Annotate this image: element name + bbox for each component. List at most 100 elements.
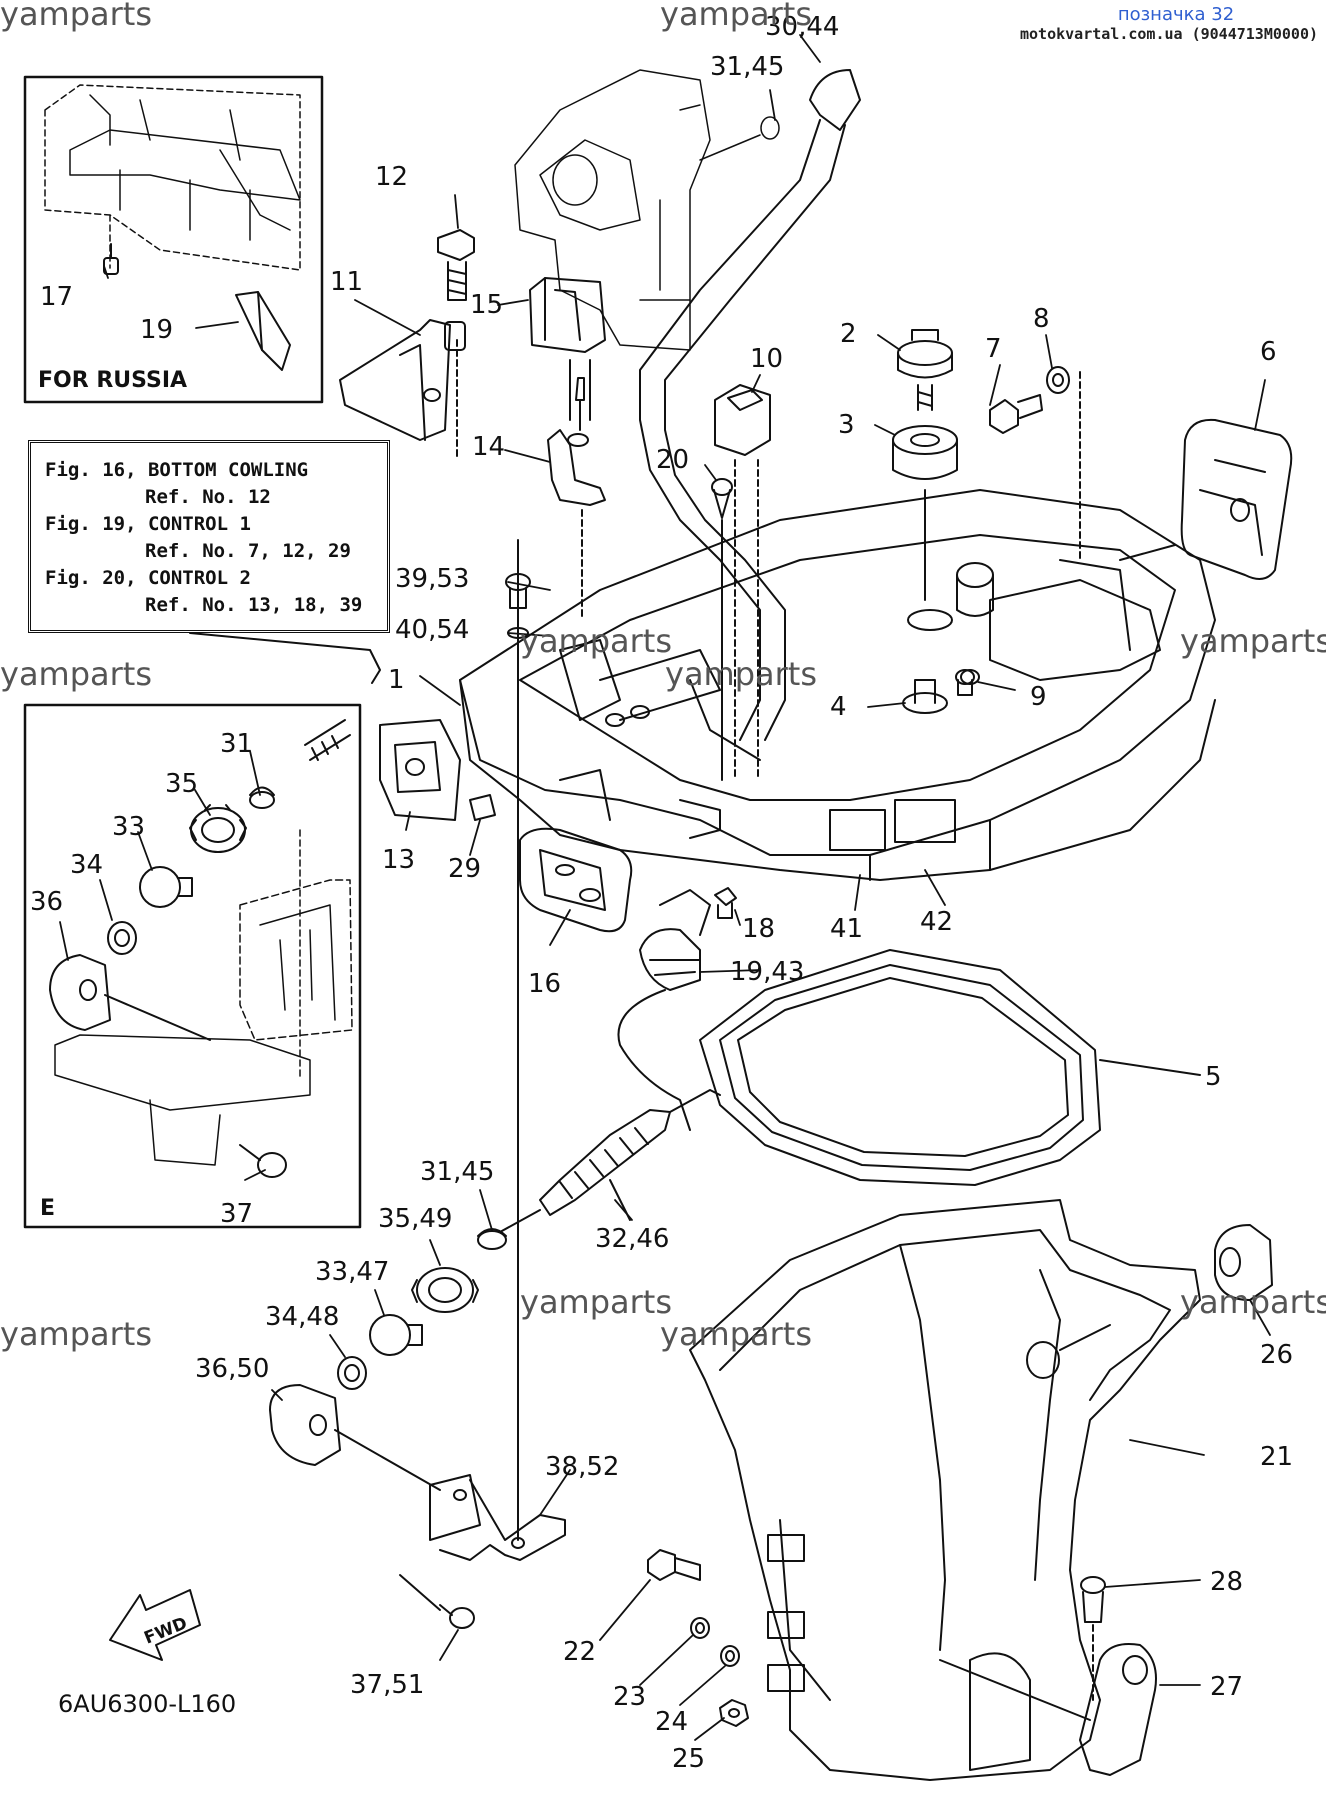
ref-line-3: Fig. 19, CONTROL 1 <box>45 513 251 535</box>
label-36-50: 36,50 <box>195 1354 269 1384</box>
label-40-54: 40,54 <box>395 615 469 645</box>
ref-line-1: Fig. 16, BOTTOM COWLING <box>45 459 309 481</box>
grommet-19-43 <box>639 889 711 991</box>
lever-plate-6 <box>1119 418 1293 580</box>
label-28: 28 <box>1210 1567 1243 1597</box>
bolt-2 <box>897 329 953 411</box>
ref-line-2: Ref. No. 12 <box>145 486 271 508</box>
nut-25 <box>719 1699 749 1727</box>
inset-e-cable-end <box>304 719 351 761</box>
fwd-arrow-icon <box>109 1589 201 1661</box>
label-34: 34 <box>70 850 103 880</box>
clip-28 <box>1080 1576 1106 1701</box>
label-37: 37 <box>220 1199 253 1229</box>
cover-16 <box>519 827 633 933</box>
label-6: 6 <box>1260 337 1277 367</box>
label-27: 27 <box>1210 1672 1243 1702</box>
label-7: 7 <box>985 334 1002 364</box>
reference-box: Fig. 16, BOTTOM COWLING Ref. No. 12 Fig.… <box>28 440 390 633</box>
watermark-center-4: yamparts <box>660 1315 812 1353</box>
label-31-45-bottom: 31,45 <box>420 1157 494 1187</box>
label-11: 11 <box>330 267 363 297</box>
bolt-9 <box>955 669 975 696</box>
watermark-center-3: yamparts <box>520 1283 672 1321</box>
ref-line-6: Ref. No. 13, 18, 39 <box>145 594 363 616</box>
label-34-48: 34,48 <box>265 1302 339 1332</box>
watermark-right-1: yamparts <box>1180 622 1326 660</box>
label-17: 17 <box>40 282 73 312</box>
label-39-53: 39,53 <box>395 564 469 594</box>
label-15: 15 <box>470 290 503 320</box>
ref-line-5: Fig. 20, CONTROL 2 <box>45 567 251 589</box>
label-42: 42 <box>920 907 953 937</box>
label-21: 21 <box>1260 1442 1293 1472</box>
label-4: 4 <box>830 692 847 722</box>
cable-path <box>617 989 691 1131</box>
grommet-15 <box>529 277 606 421</box>
label-37-51: 37,51 <box>350 1670 424 1700</box>
label-41: 41 <box>830 914 863 944</box>
label-35-49: 35,49 <box>378 1204 452 1234</box>
label-20: 20 <box>656 445 689 475</box>
watermark-center-1: yamparts <box>520 622 672 660</box>
fuel-hose-30-44 <box>639 69 861 741</box>
nut-35-49 <box>411 1267 479 1313</box>
fwd-label: FWD <box>141 1613 190 1648</box>
plate-29 <box>469 794 496 821</box>
inset-e-washer-34 <box>107 921 137 955</box>
seal-5 <box>699 949 1201 1186</box>
reference-note: позначка 32 <box>1117 4 1235 25</box>
label-23: 23 <box>613 1682 646 1712</box>
inset-e-screw-37 <box>239 1144 287 1178</box>
label-19: 19 <box>140 315 173 345</box>
holder-36-50 <box>269 1384 441 1491</box>
inset-e-nut-35 <box>189 804 247 853</box>
panel-13 <box>379 719 461 821</box>
label-9: 9 <box>1030 682 1047 712</box>
label-12: 12 <box>375 162 408 192</box>
part-labels: 30,44 31,45 12 11 15 10 2 8 7 6 3 14 20 … <box>30 12 1293 1774</box>
label-33: 33 <box>112 812 145 842</box>
inset-e-title: E <box>40 1196 56 1221</box>
label-31-45-top: 31,45 <box>710 52 784 82</box>
watermarks: yamparts yamparts yamparts yamparts yamp… <box>0 0 1326 1353</box>
grommet-3 <box>892 425 958 601</box>
label-13: 13 <box>382 845 415 875</box>
label-18: 18 <box>742 914 775 944</box>
label-5: 5 <box>1205 1062 1222 1092</box>
bracket-11 <box>339 319 466 441</box>
screw-37-51 <box>399 1574 475 1629</box>
screw-22 <box>647 1549 701 1581</box>
label-14: 14 <box>472 432 505 462</box>
label-38-52: 38,52 <box>545 1452 619 1482</box>
bracket-27 <box>1079 1643 1157 1776</box>
watermark-right-2: yamparts <box>1180 1283 1326 1321</box>
apron-21 <box>689 1199 1201 1781</box>
inset-russia-bracket-art <box>44 84 301 271</box>
plug-10 <box>714 384 771 781</box>
washer-34-48 <box>337 1356 367 1390</box>
label-24: 24 <box>655 1707 688 1737</box>
bolt-7 <box>989 394 1043 434</box>
label-29: 29 <box>448 854 481 884</box>
clip-20 <box>711 478 733 781</box>
label-19-43: 19,43 <box>730 957 804 987</box>
label-8: 8 <box>1033 304 1050 334</box>
watermark-left-mid: yamparts <box>0 655 152 693</box>
cable-32-46 <box>539 1089 721 1221</box>
washer-8 <box>1046 366 1081 561</box>
label-25: 25 <box>672 1744 705 1774</box>
label-10: 10 <box>750 344 783 374</box>
ref-box-leader <box>189 632 381 684</box>
label-32-46: 32,46 <box>595 1224 669 1254</box>
label-16: 16 <box>528 969 561 999</box>
label-22: 22 <box>563 1637 596 1667</box>
label-31: 31 <box>220 729 253 759</box>
ref-line-4: Ref. No. 7, 12, 29 <box>145 540 351 562</box>
air-silencer-body <box>514 69 780 351</box>
label-33-47: 33,47 <box>315 1257 389 1287</box>
label-35: 35 <box>165 769 198 799</box>
watermark-left-low: yamparts <box>0 1315 152 1353</box>
inset-e-holder-36 <box>49 954 211 1041</box>
bracket-14 <box>547 377 606 621</box>
